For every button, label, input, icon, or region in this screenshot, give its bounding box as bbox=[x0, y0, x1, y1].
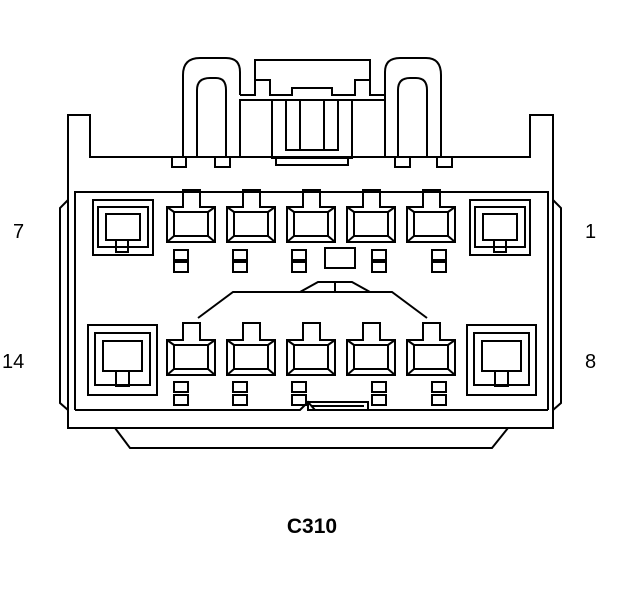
terminal-cavity-10 bbox=[347, 323, 395, 405]
pin-label-7: 7 bbox=[13, 221, 25, 243]
terminal-cavity-6 bbox=[167, 190, 215, 272]
terminal-cavity-11 bbox=[287, 323, 335, 405]
terminal-cavity-14 bbox=[88, 325, 157, 395]
center-key bbox=[325, 248, 355, 268]
pin-label-8: 8 bbox=[585, 351, 597, 373]
terminal-cavity-12 bbox=[227, 323, 275, 405]
terminal-cavity-1 bbox=[470, 200, 530, 255]
terminal-cavity-7 bbox=[98, 207, 148, 252]
terminal-row-2 bbox=[88, 282, 536, 410]
terminal-cavity-3 bbox=[347, 190, 395, 272]
connector-title: C310 bbox=[286, 515, 338, 538]
terminal-cavity-13 bbox=[167, 323, 215, 405]
pin-label-1: 1 bbox=[585, 221, 597, 243]
terminal-cavity-2 bbox=[407, 190, 455, 272]
bottom-lock-tab bbox=[308, 402, 368, 410]
top-latch bbox=[172, 58, 452, 167]
terminal-cavity-5 bbox=[227, 190, 275, 272]
terminal-row-1 bbox=[93, 190, 530, 272]
terminal-cavity-8 bbox=[467, 325, 536, 395]
terminal-cavity-4 bbox=[287, 190, 335, 272]
terminal-cavity-9 bbox=[407, 323, 455, 405]
connector-housing bbox=[60, 115, 561, 448]
pin-label-14: 14 bbox=[2, 351, 25, 373]
